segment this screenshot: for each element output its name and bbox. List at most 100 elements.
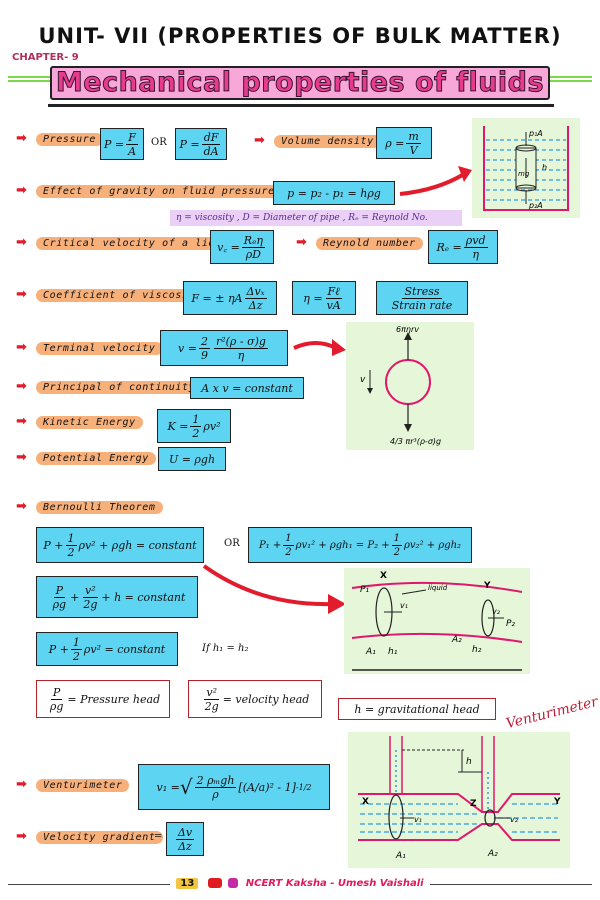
y-label: Y	[553, 797, 561, 807]
curved-arrow-icon	[293, 339, 346, 356]
venturimeter-diagram-svg: X Y Z h v₁ v₂ A₁ A₂	[358, 736, 561, 861]
y-label: Y	[483, 581, 491, 591]
a2-label: A₂	[487, 849, 498, 859]
bernoulli-diagram-svg: X Y P₁ P₂ v₁ v₂ liquid A₁ A₂ h₁ h₂	[351, 571, 523, 671]
label-gravity: Effect of gravity on fluid pressure	[36, 185, 282, 198]
p2-label: P₂	[506, 619, 515, 629]
p2a-label: p₂A	[528, 201, 543, 210]
h2-label: h₂	[472, 645, 482, 655]
or-text: OR	[224, 538, 240, 549]
pressure-diagram: p₁A p₂A mg h	[472, 118, 580, 218]
label-viscosity: Coefficient of viscosity	[36, 289, 209, 302]
v1-label: v₁	[414, 815, 422, 824]
venturimeter-diagram: X Y Z h v₁ v₂ A₁ A₂	[348, 732, 570, 868]
formula-gravity: p = p₂ - p₁ = hρg	[273, 181, 395, 205]
terminal-velocity-diagram: 6πηrv 4/3 πr³(ρ-σ)g v	[346, 322, 474, 450]
curved-arrow-icon	[202, 564, 346, 614]
chapter-label: CHAPTER- 9	[12, 52, 79, 63]
arrow-icon: ➡	[16, 287, 27, 302]
arrow-icon: ➡	[16, 340, 27, 355]
x-label: X	[362, 797, 369, 807]
x-label: X	[380, 571, 387, 581]
unit-title: UNIT- VII (PROPERTIES OF BULK MATTER)	[38, 24, 562, 48]
footer-credit: NCERT Kaksha - Umesh Vaishali	[245, 878, 424, 889]
instagram-icon	[228, 878, 239, 888]
a1-label: A₁	[395, 851, 406, 861]
v2-label: v₂	[492, 607, 501, 616]
label-critical-velocity: Critical velocity of a liquid	[36, 237, 242, 250]
formula-potential-energy: U = ρgh	[158, 447, 226, 471]
page-title: Mechanical properties of fluids	[50, 66, 550, 100]
label-reynold: Reynold number	[316, 237, 423, 250]
condition-text: If h₁ = h₂	[202, 643, 249, 654]
page-number: 13	[176, 878, 199, 889]
viscous-force-label: 6πηrv	[396, 325, 419, 334]
arrow-icon: ➡	[296, 235, 307, 250]
z-label: Z	[470, 799, 477, 809]
a1-label: A₁	[365, 647, 376, 657]
label-potential-energy: Potential Energy	[36, 452, 156, 465]
terminal-diagram-svg: 6πηrv 4/3 πr³(ρ-σ)g v	[360, 325, 441, 446]
arrow-icon: ➡	[16, 499, 27, 514]
arrow-icon: ➡	[254, 133, 265, 148]
gravitational-head-box: h = gravitational head	[338, 698, 496, 720]
curved-arrow-icon	[399, 166, 472, 196]
p1a-label: p₁A	[528, 129, 543, 138]
label-venturimeter: Venturimeter	[36, 779, 130, 792]
symbols-note: η = viscosity , D = Diameter of pipe , R…	[170, 210, 462, 226]
label-volume-density: Volume density	[274, 135, 381, 148]
arrow-icon: ➡	[16, 235, 27, 250]
label-bernoulli: Bernoulli Theorem	[36, 501, 163, 514]
label-pressure: Pressure	[36, 133, 103, 146]
weight-label: 4/3 πr³(ρ-σ)g	[390, 437, 441, 446]
v2-label: v₂	[510, 815, 519, 824]
label-terminal-velocity: Terminal velocity	[36, 342, 163, 355]
v-label: v	[360, 375, 366, 385]
mg-label: mg	[518, 170, 530, 178]
formula-continuity: A x v = constant	[190, 377, 304, 399]
label-velocity-gradient: Velocity gradient	[36, 831, 163, 844]
a2-label: A₂	[451, 635, 462, 645]
arrow-icon: ➡	[16, 379, 27, 394]
arrow-icon: ➡	[16, 829, 27, 844]
h-label: h	[542, 163, 547, 172]
arrow-icon: ➡	[16, 777, 27, 792]
bernoulli-diagram: X Y P₁ P₂ v₁ v₂ liquid A₁ A₂ h₁ h₂	[344, 568, 530, 674]
venturimeter-title: Venturimeter	[504, 693, 600, 733]
pressure-diagram-svg: p₁A p₂A mg h	[483, 126, 569, 211]
h1-label: h₁	[388, 647, 398, 657]
title-underline	[48, 104, 554, 107]
liquid-label: liquid	[428, 584, 448, 592]
arrow-icon: ➡	[16, 450, 27, 465]
label-kinetic-energy: Kinetic Energy	[36, 416, 143, 429]
h-label: h	[466, 757, 472, 767]
arrow-icon: ➡	[16, 183, 27, 198]
youtube-icon	[207, 878, 222, 888]
arrow-icon: ➡	[16, 131, 27, 146]
v1-label: v₁	[400, 601, 408, 610]
arrow-icon: ➡	[16, 414, 27, 429]
footer: 13 NCERT Kaksha - Umesh Vaishali	[0, 878, 600, 889]
label-continuity: Principal of continuity	[36, 381, 203, 394]
equals-sign: =	[154, 831, 163, 842]
or-text: OR	[151, 137, 167, 148]
p1-label: P₁	[360, 585, 369, 595]
